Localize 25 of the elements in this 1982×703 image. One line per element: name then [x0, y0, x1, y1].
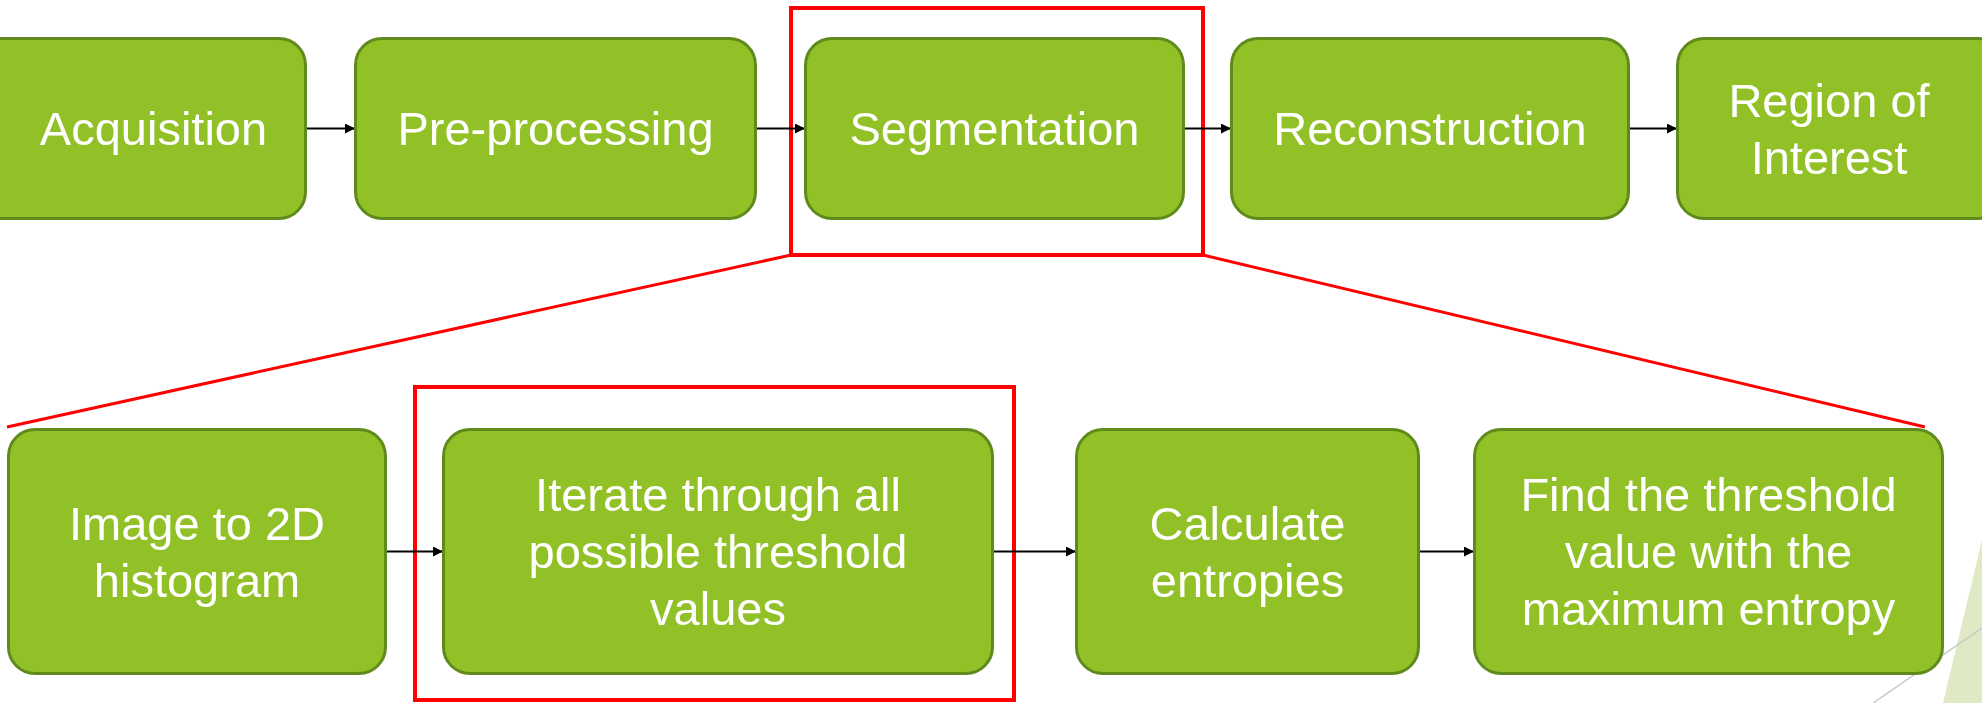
box-label: Image to 2D histogram — [68, 495, 326, 609]
process-box — [7, 428, 387, 675]
arrow — [306, 123, 355, 134]
arrow — [1419, 546, 1474, 557]
box-label: Region of Interest — [1727, 72, 1931, 186]
box-label: Find the threshold value with the maximum entropy — [1519, 467, 1898, 637]
process-box — [354, 37, 757, 220]
box-label: Pre-processing — [397, 101, 714, 157]
process-box — [1075, 428, 1420, 675]
process-box — [0, 37, 307, 220]
arrow — [993, 546, 1076, 557]
box-label: Acquisition — [39, 101, 268, 157]
process-box — [1230, 37, 1630, 220]
arrow — [756, 123, 805, 134]
arrow — [1184, 123, 1231, 134]
arrow — [1629, 123, 1677, 134]
process-box — [442, 428, 994, 675]
box-label: Segmentation — [849, 101, 1140, 157]
arrow — [386, 546, 443, 557]
process-box — [804, 37, 1185, 220]
box-label: Reconstruction — [1273, 101, 1587, 157]
process-box — [1473, 428, 1944, 675]
process-box — [1676, 37, 1982, 220]
box-label: Iterate through all possible threshold values — [527, 467, 909, 637]
box-label: Calculate entropies — [1148, 495, 1347, 609]
